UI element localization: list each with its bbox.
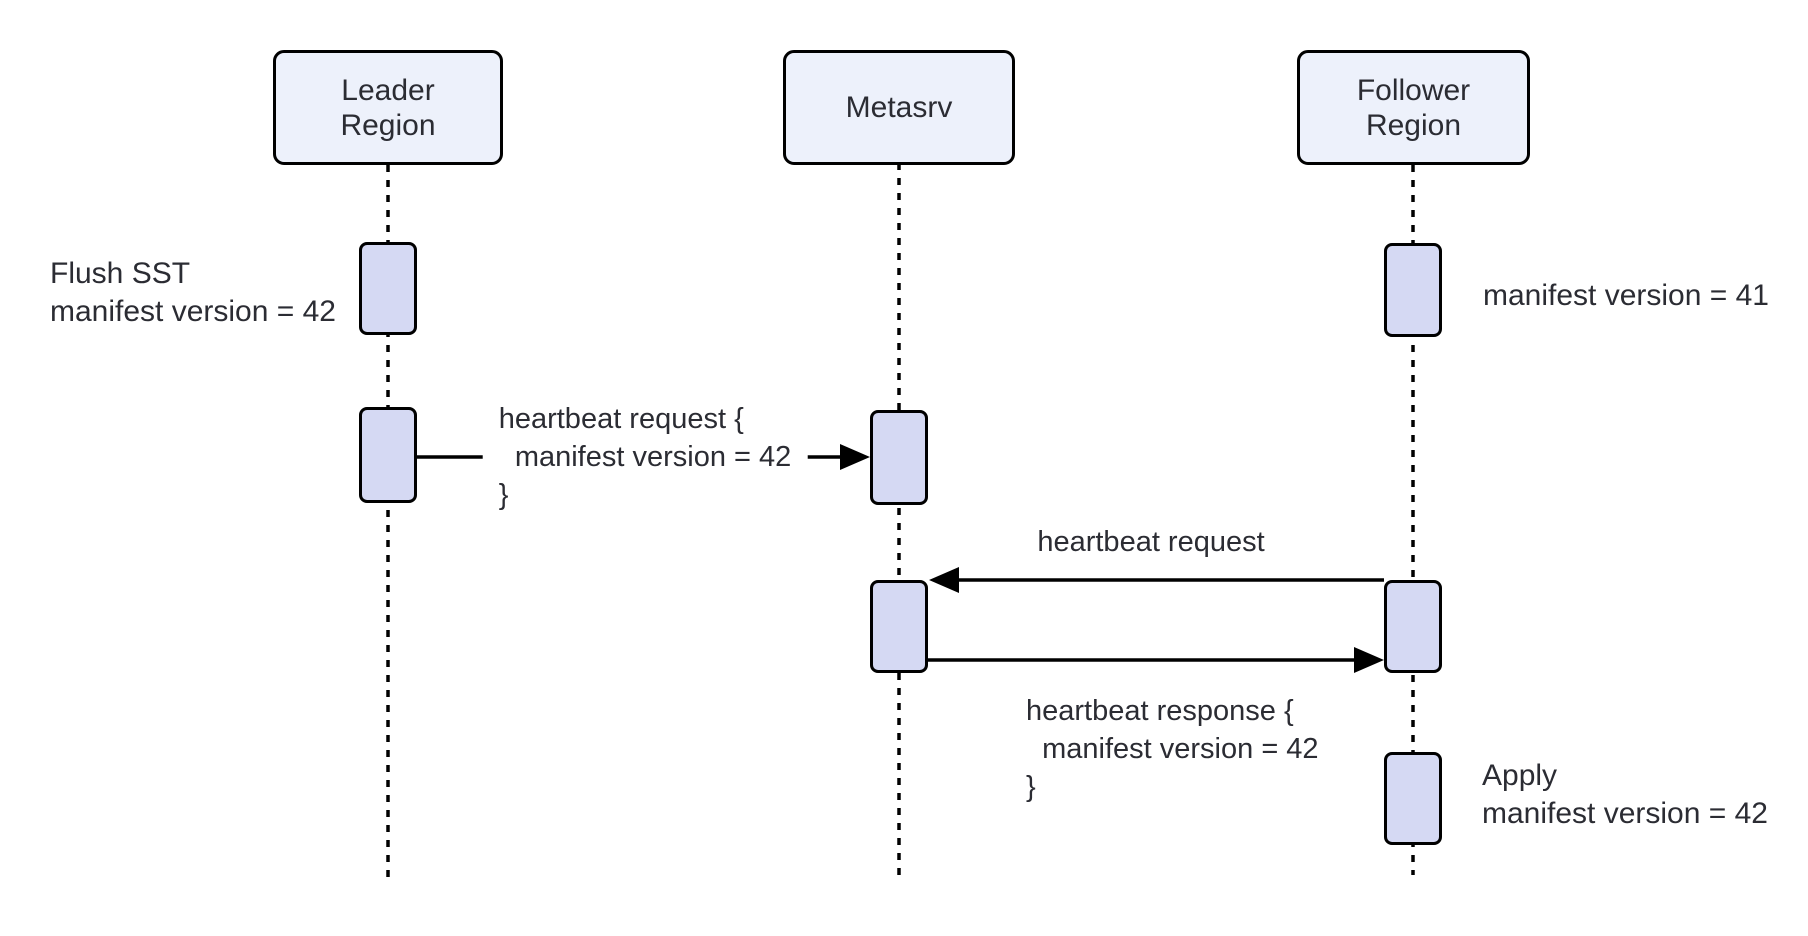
message-3-arrowhead-icon (1354, 647, 1384, 673)
participant-metasrv: Metasrv (783, 50, 1015, 165)
note-manifest-version-41: manifest version = 41 (1483, 279, 1769, 312)
note-apply-manifest: Apply manifest version = 42 (1482, 759, 1768, 830)
activation-leader-flush (359, 242, 417, 335)
activation-follower-apply (1384, 752, 1442, 845)
activation-follower-v41 (1384, 243, 1442, 337)
participant-leader-region: Leader Region (273, 50, 503, 165)
message-3-label: heartbeat response { manifest version = … (1026, 695, 1319, 803)
note-flush-sst: Flush SST manifest version = 42 (50, 257, 336, 328)
activation-follower-heartbeat (1384, 580, 1442, 673)
message-2-label: heartbeat request (1037, 526, 1265, 558)
message-1-label: heartbeat request { manifest version = 4… (482, 398, 808, 516)
activation-metasrv-respond (870, 580, 928, 673)
participant-follower-region: Follower Region (1297, 50, 1530, 165)
activation-leader-heartbeat (359, 407, 417, 503)
activation-metasrv-receive (870, 410, 928, 505)
message-1-arrowhead-icon (840, 444, 870, 470)
message-2-arrowhead-icon (929, 567, 959, 593)
